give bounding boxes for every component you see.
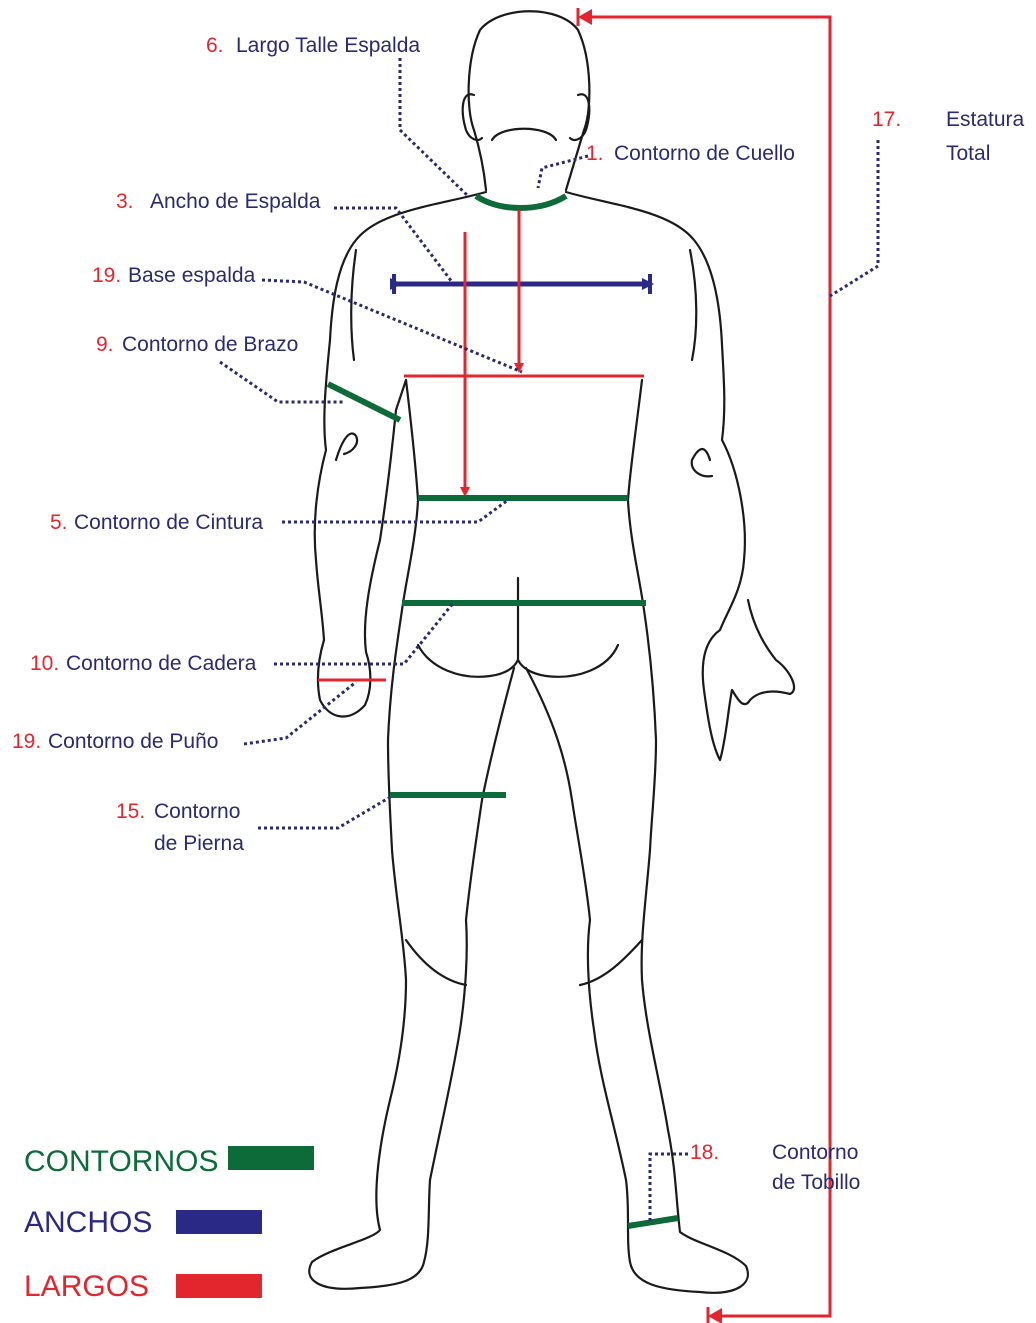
height-arrow-top xyxy=(578,9,592,25)
legend-largos-swatch xyxy=(176,1274,262,1298)
legend-contornos-label: CONTORNOS xyxy=(24,1145,218,1178)
label-cadera: Contorno de Cadera xyxy=(66,652,257,675)
label-pierna-line2: de Pierna xyxy=(154,832,244,855)
label-tobillo-line1: Contorno xyxy=(772,1141,858,1164)
label-number-cintura: 5. xyxy=(50,511,68,534)
label-number-pierna: 15. xyxy=(116,800,145,823)
leader-tobillo xyxy=(650,1154,688,1222)
leader-lines xyxy=(220,58,878,1222)
label-number-ancho-espalda: 3. xyxy=(116,190,134,213)
label-number-brazo: 9. xyxy=(96,333,114,356)
label-base-espalda: Base espalda xyxy=(128,264,256,287)
elbow-left xyxy=(336,433,357,460)
label-number-cuello: 1. xyxy=(586,142,604,165)
arm-right-inner xyxy=(690,250,696,360)
label-tobillo-line2: de Tobillo xyxy=(772,1171,860,1194)
skull-base xyxy=(492,129,556,140)
leader-pierna xyxy=(258,796,392,828)
label-cintura: Contorno de Cintura xyxy=(74,511,263,534)
ear-right xyxy=(570,94,589,140)
label-number-cadera: 10. xyxy=(30,652,59,675)
legend: CONTORNOS ANCHOS LARGOS xyxy=(24,1145,314,1303)
label-largo-talle: Largo Talle Espalda xyxy=(236,34,420,57)
legend-largos-label: LARGOS xyxy=(24,1270,149,1303)
label-pierna-line1: Contorno xyxy=(154,800,240,823)
label-cuello: Contorno de Cuello xyxy=(614,142,795,165)
label-estatura-line1: Estatura xyxy=(946,108,1025,131)
height-arrow-bottom xyxy=(708,1308,722,1323)
waist-left xyxy=(309,380,514,1289)
label-number-puno: 19. xyxy=(12,730,41,753)
label-ancho-espalda: Ancho de Espalda xyxy=(150,190,321,213)
legend-anchos-swatch xyxy=(176,1210,262,1234)
label-number-tobillo: 18. xyxy=(690,1141,719,1164)
leader-puno xyxy=(244,682,356,744)
arm-left-inner xyxy=(351,250,356,360)
label-number-largo-talle: 6. xyxy=(206,34,224,57)
label-number-base-espalda: 19. xyxy=(92,264,121,287)
neck-contour-mark xyxy=(476,196,566,208)
label-number-estatura: 17. xyxy=(872,108,901,131)
total-height-bracket xyxy=(590,17,830,1316)
ear-left xyxy=(463,94,482,140)
label-puno: Contorno de Puño xyxy=(48,730,218,753)
head-outline xyxy=(469,11,590,190)
leader-estatura xyxy=(830,140,878,296)
legend-anchos-label: ANCHOS xyxy=(24,1206,152,1239)
elbow-right xyxy=(692,449,712,476)
ankle-contour-mark xyxy=(628,1218,678,1226)
legend-contornos-swatch xyxy=(228,1146,314,1170)
leader-cuello xyxy=(538,156,588,188)
arm-contour-mark xyxy=(328,384,400,420)
leader-largo-talle xyxy=(400,58,468,196)
label-brazo: Contorno de Brazo xyxy=(122,333,298,356)
knee-left xyxy=(406,940,466,985)
torso-left-outline xyxy=(315,192,486,716)
label-estatura-line2: Total xyxy=(946,142,990,165)
torso-right-outline xyxy=(566,192,794,760)
